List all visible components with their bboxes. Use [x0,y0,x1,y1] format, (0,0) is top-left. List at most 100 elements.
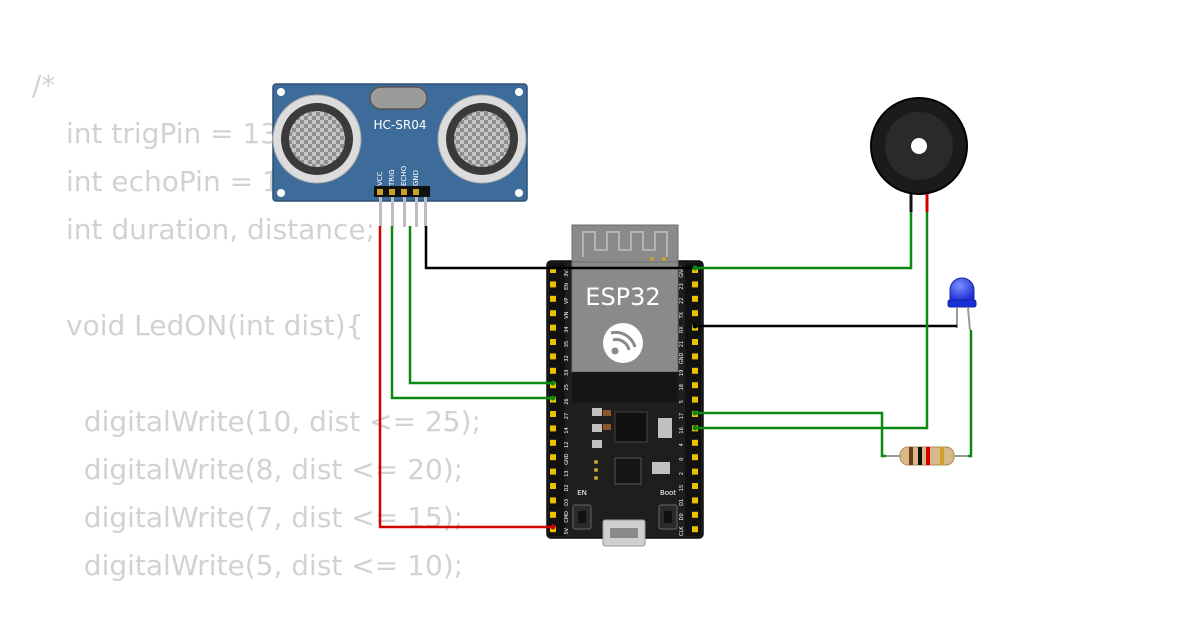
crystal-oscillator [369,86,428,110]
pin-label-vcc: VCC [376,171,384,186]
smd-part [658,418,672,438]
header-pin-left-vn[interactable] [550,310,556,317]
wire-trig [390,226,553,400]
buzzer[interactable] [870,97,968,212]
header-pin-left-d2[interactable] [550,483,556,489]
mount-hole [277,189,285,197]
pin-label: 32 [564,355,570,361]
pin-label: VP [564,298,570,304]
code-line: void LedON(int dist){ [66,309,364,342]
resistor-band [926,447,930,465]
code-line: /* [32,69,56,102]
resistor-band [918,447,922,465]
header-pin-right-d1[interactable] [692,497,698,504]
pin-label-gnd: GND [412,170,420,186]
header-pin-left-cmd[interactable] [550,511,556,518]
pin-label: 19 [679,370,685,376]
pin-label: 13 [564,470,570,476]
pin-label: D1 [679,499,685,506]
voltage-regulator [614,411,648,443]
pin-label: 26 [564,398,570,404]
header-pin-left-33[interactable] [550,367,556,374]
header-pin-left-32[interactable] [550,353,556,360]
wire-endpoint [692,323,698,329]
header-pin-right-gnd[interactable] [692,353,698,360]
header-pin-left-3v3[interactable] [550,267,556,273]
smd-part [592,408,602,416]
header-pin-left-gnd[interactable] [550,454,556,461]
en-button-cap [578,511,586,523]
mount-hole [515,189,523,197]
pin-label: 18 [679,384,685,390]
sensor-pin-leg [403,197,406,227]
wire-buzzer-negative [695,212,913,270]
antenna-trace [582,231,668,257]
header-pin-left-vp[interactable] [550,295,556,302]
wire-endpoint [692,425,698,431]
pin-label: CLK [679,526,685,536]
header-pin-left-d3[interactable] [550,497,556,504]
esp32-board[interactable]: ESP32 3V3ENVPVN343532332526271412GND13D2… [546,224,704,547]
smd-part [594,460,598,464]
header-pin-right-23[interactable] [692,281,698,288]
pin-label: 33 [564,370,570,376]
pin-label: GND [679,353,685,365]
pin-label: 16 [679,427,685,433]
resistor-band [909,447,913,465]
pin-label: 17 [679,413,685,419]
espressif-logo-icon [603,323,643,363]
pin-label: 25 [564,384,570,390]
header-pin-right-clk[interactable] [692,526,698,533]
header-pin-right-5[interactable] [692,396,698,403]
header-pin-right-18[interactable] [692,382,698,389]
pin-label: 35 [564,341,570,347]
pin-label-echo: ECHO [400,165,408,186]
header-pin-right-2[interactable] [692,468,698,475]
header-pin-right-tx[interactable] [692,310,698,317]
pin-label: 23 [679,283,685,289]
code-line: int duration, distance; [66,213,376,246]
ultrasonic-sensor[interactable]: HC-SR04 VCC TRIG ECHO GND [272,83,528,227]
transducer-left-mesh [289,111,345,167]
sensor-pin [413,189,419,195]
header-pin-right-4[interactable] [692,439,698,446]
header-pin-right-0[interactable] [692,454,698,461]
code-line: digitalWrite(5, dist <= 10); [66,549,464,582]
header-pin-right-d0[interactable] [692,511,698,518]
resistor-band [940,447,944,465]
led[interactable] [947,277,977,331]
antenna-pad [662,257,666,261]
header-pin-left-14[interactable] [550,425,556,432]
header-pin-left-en[interactable] [550,281,556,288]
pin-label: D0 [679,513,685,520]
code-line: int trigPin = 13; [66,117,288,150]
left-header [549,263,565,536]
sensor-model-label: HC-SR04 [374,118,427,132]
sensor-pin-leg [415,197,418,227]
sensor-pin-leg [424,197,427,227]
wire-endpoint [692,265,698,271]
sensor-pin [377,189,383,195]
wire-resistor [695,411,886,458]
smd-part [592,424,602,432]
pin-label: VN [564,311,570,318]
header-pin-right-22[interactable] [692,295,698,302]
board-title: ESP32 [585,283,660,311]
pin-label: D3 [564,499,570,506]
header-pin-left-27[interactable] [550,411,556,417]
wire-echo [408,226,553,385]
sensor-pin-leg [391,197,394,227]
smd-part [594,476,598,480]
wire-led-anode [968,330,973,458]
header-pin-left-35[interactable] [550,339,556,345]
header-pin-left-34[interactable] [550,324,556,331]
header-pin-left-13[interactable] [550,468,556,475]
header-pin-right-15[interactable] [692,483,698,489]
header-pin-right-19[interactable] [692,367,698,374]
header-pin-right-21[interactable] [692,339,698,345]
resistor[interactable] [884,446,970,466]
usb-uart-chip [614,457,642,485]
header-pin-left-12[interactable] [550,439,556,446]
pin-label: 0 [679,458,685,461]
